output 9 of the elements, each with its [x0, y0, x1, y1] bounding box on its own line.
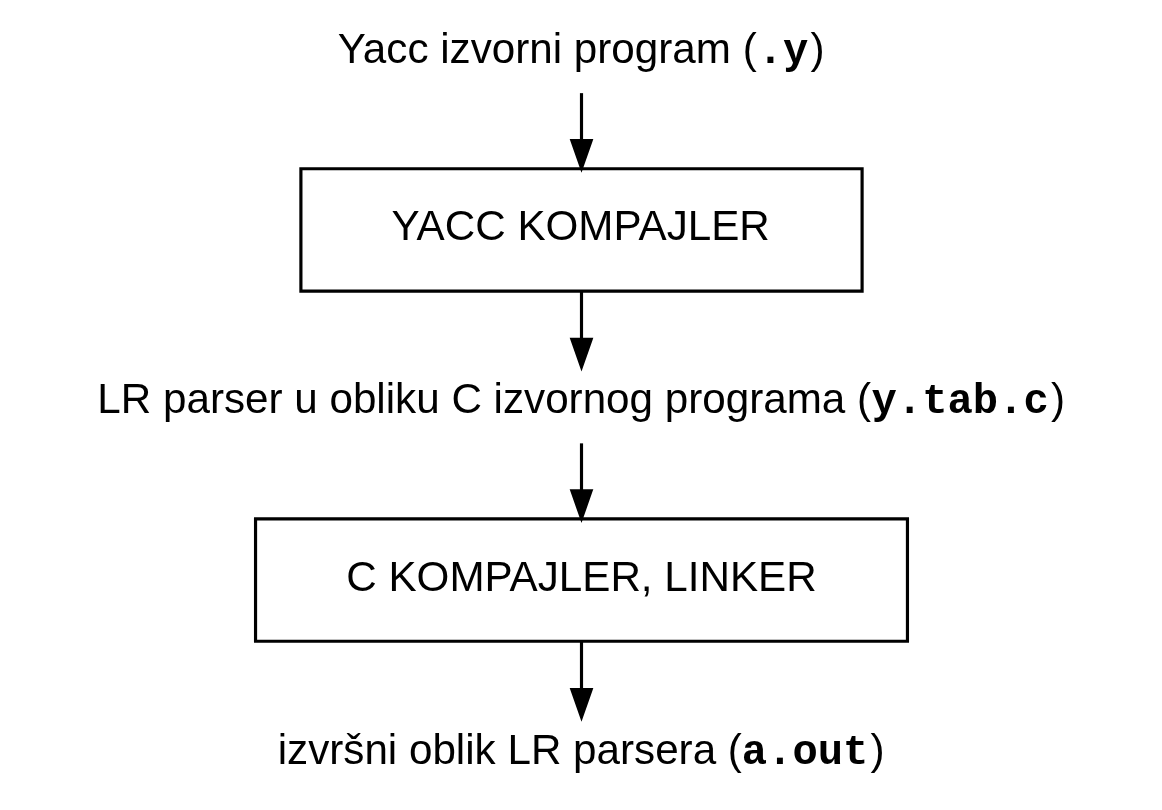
node-text: LR parser u obliku C izvornog programa (y.tab.c)	[96, 375, 1065, 427]
node-box: C KOMPAJLER, LINKER	[253, 517, 909, 643]
node-text: Yacc izvorni program (.y)	[337, 25, 824, 77]
node-box: YACC KOMPAJLER	[298, 167, 864, 293]
arrow	[569, 642, 593, 722]
node-text: izvršni oblik LR parsera (a.out)	[277, 725, 885, 777]
arrow	[569, 291, 593, 372]
arrow	[569, 93, 593, 173]
arrow	[569, 443, 593, 524]
